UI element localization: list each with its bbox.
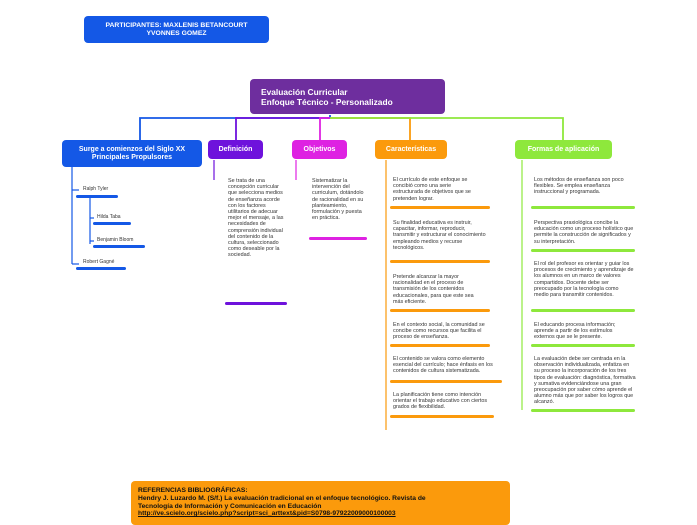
definicion-underline bbox=[225, 302, 287, 305]
branch-surge[interactable]: Surge a comienzos del Siglo XX Principal… bbox=[62, 140, 202, 167]
branch-formas-title: Formas de aplicación bbox=[527, 145, 600, 153]
name-ralph-underline bbox=[76, 195, 118, 198]
participants-text: PARTICIPANTES: MAXLENIS BETANCOURT YVONN… bbox=[105, 21, 248, 37]
name-benjamin-underline bbox=[93, 245, 145, 248]
objetivos-underline bbox=[309, 237, 367, 240]
branch-caracteristicas[interactable]: Características bbox=[375, 140, 447, 159]
references-box: REFERENCIAS BIBLIOGRÁFICAS: Hendry J. Lu… bbox=[131, 481, 510, 525]
name-ralph-tyler: Ralph Tyler bbox=[83, 186, 109, 192]
caracteristica-item-1: El currículo de este enfoque se concibió… bbox=[393, 177, 471, 202]
caracteristica-underline-1 bbox=[390, 206, 490, 209]
caracteristica-underline-5 bbox=[390, 380, 502, 383]
objetivos-text: Sistematizar la intervención del curricu… bbox=[312, 178, 364, 222]
central-topic[interactable]: Evaluación Curricular Enfoque Técnico - … bbox=[250, 79, 445, 114]
references-line2: Tecnología de Información y Comunicación… bbox=[138, 502, 322, 510]
forma-underline-5 bbox=[531, 409, 635, 412]
references-heading: REFERENCIAS BIBLIOGRÁFICAS: bbox=[138, 487, 248, 494]
caracteristica-underline-4 bbox=[390, 344, 490, 347]
forma-item-5: La evaluación debe ser centrada en la ob… bbox=[534, 356, 636, 406]
caracteristica-underline-6 bbox=[390, 415, 494, 418]
forma-item-3: El rol del profesor es orientar y guiar … bbox=[534, 261, 634, 299]
branch-objetivos[interactable]: Objetivos bbox=[292, 140, 347, 159]
name-benjamin-bloom: Benjamin Bloom bbox=[97, 237, 134, 243]
branch-definicion[interactable]: Definición bbox=[208, 140, 263, 159]
caracteristica-underline-3 bbox=[390, 309, 490, 312]
forma-underline-2 bbox=[531, 249, 635, 252]
forma-item-1: Los métodos de enseñanza son poco flexib… bbox=[534, 177, 624, 196]
name-hilda-underline bbox=[93, 222, 131, 225]
caracteristica-item-3: Pretende alcanzar la mayor racionalidad … bbox=[393, 274, 474, 305]
name-robert-gagne: Robert Gagné bbox=[83, 259, 115, 265]
forma-item-4: El educando procesa información; aprende… bbox=[534, 322, 616, 341]
branch-objetivos-title: Objetivos bbox=[303, 145, 336, 153]
forma-item-2: Perspectiva praxiológica concibe la educ… bbox=[534, 220, 634, 245]
references-link[interactable]: http://ve.scielo.org/scielo.php?script=s… bbox=[138, 510, 396, 518]
central-title-line2: Enfoque Técnico - Personalizado bbox=[261, 96, 393, 107]
forma-underline-1 bbox=[531, 206, 635, 209]
forma-underline-3 bbox=[531, 309, 635, 312]
caracteristica-item-2: Su finalidad educativa es instruir, capa… bbox=[393, 220, 486, 251]
central-title-line1: Evaluación Curricular bbox=[261, 86, 348, 97]
caracteristica-item-4: En el contexto social, la comunidad se c… bbox=[393, 322, 485, 341]
branch-formas[interactable]: Formas de aplicación bbox=[515, 140, 612, 159]
name-hilda-taba: Hilda Taba bbox=[97, 214, 121, 220]
definicion-text: Se trata de una concepción curricular qu… bbox=[228, 178, 284, 259]
references-line1: Hendry J. Luzardo M. (S/f.) La evaluació… bbox=[138, 494, 426, 502]
branch-caracteristicas-title: Características bbox=[385, 145, 437, 153]
forma-underline-4 bbox=[531, 344, 635, 347]
name-robert-underline bbox=[76, 267, 126, 270]
caracteristica-item-6: La planificación tiene como intención or… bbox=[393, 392, 488, 411]
branch-surge-title: Surge a comienzos del Siglo XX Principal… bbox=[78, 145, 186, 161]
branch-definicion-title: Definición bbox=[218, 145, 253, 153]
caracteristica-item-5: El contenido se valora como elemento ese… bbox=[393, 356, 493, 375]
caracteristica-underline-2 bbox=[390, 260, 490, 263]
participants-box: PARTICIPANTES: MAXLENIS BETANCOURT YVONN… bbox=[84, 16, 269, 43]
